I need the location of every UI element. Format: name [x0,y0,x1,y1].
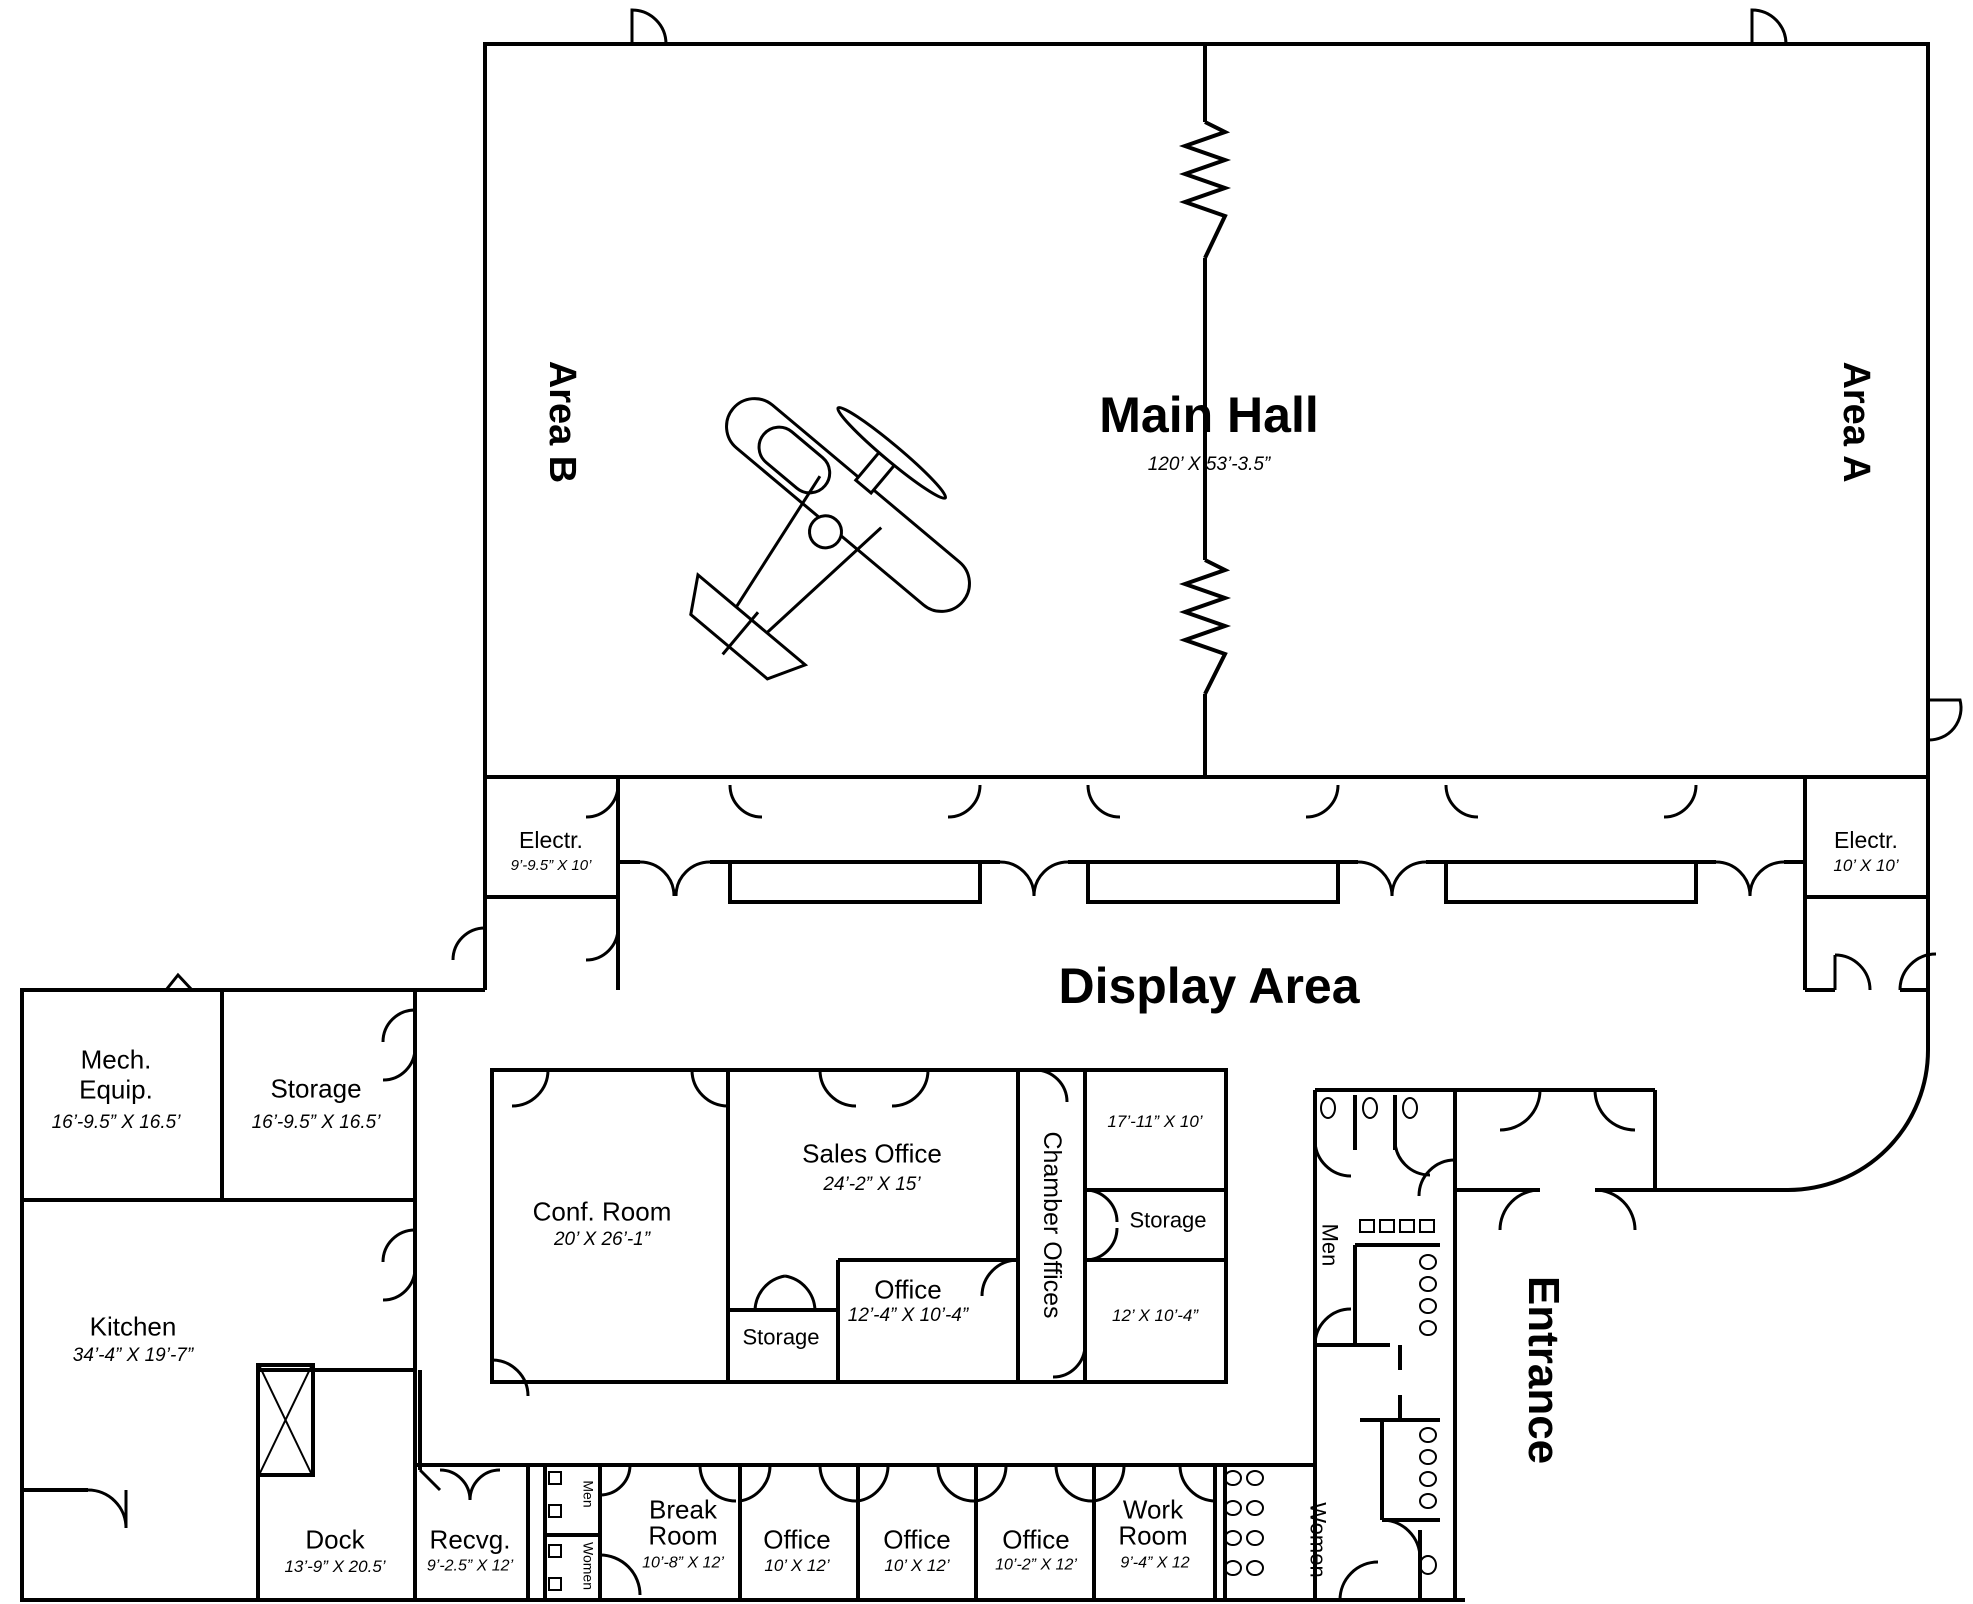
break-room-name-2: Room [648,1520,718,1551]
office-3-dims: 10’-2” X 12’ [995,1556,1077,1574]
dock-name: Dock [305,1524,365,1555]
men-small-label: Men [580,1480,597,1508]
chamber-top-dims: 17’-11” X 10’ [1107,1112,1203,1132]
main-hall-walls [483,42,1930,779]
electr-left-dims: 9’-9.5” X 10’ [510,857,592,875]
conf-room-dims: 20’ X 26’-1” [553,1229,651,1251]
main-hall-title: Main Hall [1099,386,1319,443]
south-row-doors [599,1464,1217,1596]
storage-west-dims: 16’-9.5” X 16.5’ [251,1112,381,1134]
recvg-dims: 9’-2.5” X 12’ [426,1557,514,1575]
display-area-label: Display Area [1058,957,1360,1014]
work-room-dims: 9’-4” X 12 [1120,1554,1190,1572]
office-2-name: Office [883,1524,951,1555]
conf-room-name: Conf. Room [532,1196,672,1227]
work-room-name-1: Work [1122,1494,1184,1525]
office-center-name: Office [874,1274,942,1305]
electr-left-name: Electr. [519,826,583,853]
break-room-dims: 10’-8” X 12’ [642,1554,724,1572]
office-2-dims: 10’ X 12’ [884,1556,950,1576]
chamber-bottom-dims: 12’ X 10’-4” [1112,1306,1198,1326]
restroom-walls [1223,1088,1657,1600]
area-a-label: Area A [1834,361,1877,483]
fixtures [548,1097,1437,1591]
electr-right-name: Electr. [1834,826,1898,853]
mech-equip-dims: 16’-9.5” X 16.5’ [51,1112,181,1134]
entrance-label: Entrance [1519,1275,1569,1465]
kitchen-name: Kitchen [89,1311,177,1342]
recvg-name: Recvg. [429,1524,511,1555]
storage-west-name: Storage [270,1073,362,1104]
west-wing-walls [20,988,1465,1602]
mech-equip-name-1: Mech. [80,1044,152,1075]
break-room-name-1: Break [649,1494,717,1525]
display-band-doors [451,784,1937,991]
sales-office-dims: 24’-2” X 15’ [823,1174,921,1196]
chamber-offices-label: Chamber Offices [1038,1131,1067,1319]
men-restroom-label: Men [1317,1223,1343,1267]
kitchen-dims: 34’-4” X 19’-7” [72,1345,194,1367]
women-restroom-label: Women [1305,1502,1331,1578]
south-row-walls [415,1420,1317,1600]
office-1-name: Office [763,1524,831,1555]
biplane-drawing [689,397,971,681]
center-block-walls [490,1068,1228,1384]
west-wing-doors [87,972,501,1529]
main-hall-dims: 120’ X 53’-3.5” [1147,454,1271,476]
electr-right-dims: 10’ X 10’ [1833,856,1899,876]
storage-chamber-name: Storage [1129,1207,1207,1233]
office-center-dims: 12’-4” X 10’-4” [847,1305,969,1327]
main-hall-doors [630,8,1963,742]
office-1-dims: 10’ X 12’ [764,1556,830,1576]
mech-equip-name-2: Equip. [79,1074,153,1105]
sales-office-name: Sales Office [802,1138,942,1169]
women-small-label: Women [580,1542,597,1590]
area-b-label: Area B [540,360,583,484]
center-block-doors [491,1068,1119,1397]
office-3-name: Office [1002,1524,1070,1555]
work-room-name-2: Room [1118,1520,1188,1551]
storage-small-name: Storage [742,1324,820,1350]
dock-dims: 13’-9” X 20.5’ [284,1557,386,1577]
restroom-doors [1313,1089,1637,1601]
display-band-walls [415,775,1930,1192]
